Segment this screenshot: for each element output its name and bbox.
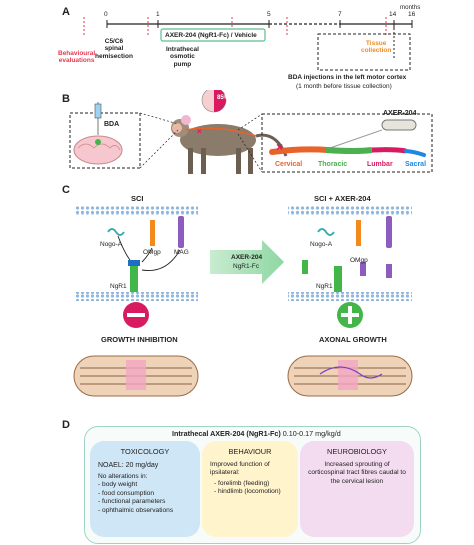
- tick-label-0: 0: [104, 11, 108, 18]
- axer-pump-label: AXER-204: [383, 110, 417, 117]
- tox-item: - body weight: [98, 481, 138, 489]
- hemisection-label: C5/C6 spinal hemisection: [95, 38, 133, 60]
- b-connector-right-1: [237, 113, 263, 131]
- lesion-percent: 85%: [217, 95, 230, 101]
- panel-a-letter: A: [62, 6, 70, 18]
- growth-inhibition-label: GROWTH INHIBITION: [101, 335, 178, 344]
- left-nogo-shape: [107, 228, 125, 236]
- left-nogo-label: Nogo-A: [100, 241, 123, 248]
- left-mag-shape: [178, 216, 184, 248]
- panel-d-dose: 0.10-0.17 mg/kg/d: [282, 429, 341, 438]
- behaviour-item: - hindlimb (locomotion): [214, 488, 281, 496]
- sci-title: SCI: [131, 194, 144, 203]
- tick-label-14: 14: [389, 11, 397, 18]
- right-ngr1-receptor: [334, 266, 342, 292]
- spinal-cord-segments: [269, 146, 426, 157]
- neurobiology-heading: NEUROBIOLOGY: [327, 447, 387, 456]
- right-nogo-shape: [317, 228, 335, 236]
- left-omgp-label: OMgp: [143, 249, 161, 256]
- panel-d-letter: D: [62, 419, 70, 431]
- left-membrane-top: [74, 206, 198, 215]
- neurobiology-box: NEUROBIOLOGY Increased sprouting of cort…: [300, 441, 414, 537]
- neurobiology-text: Increased sprouting of corticospinal tra…: [308, 460, 406, 485]
- segment-lumbar: Lumbar: [367, 161, 393, 168]
- behaviour-box: BEHAVIOUR Improved function of ipsilater…: [202, 441, 298, 537]
- right-membrane-top: [288, 206, 412, 215]
- left-ngr1-receptor: [130, 260, 138, 292]
- months-label: months: [400, 4, 421, 11]
- tick-label-1: 1: [156, 11, 160, 18]
- left-membrane-bottom: [74, 292, 198, 301]
- arrow-label-1: AXER-204: [231, 254, 263, 261]
- right-ngr1-label: NgR1: [316, 283, 333, 290]
- toxicology-box: TOXICOLOGY NOAEL: 20 mg/day No alteratio…: [90, 441, 200, 537]
- spinal-cord-box: [261, 113, 433, 173]
- pump-capsule-icon: [329, 119, 417, 149]
- right-omgp-label: OMgp: [350, 257, 368, 264]
- tox-item: - functional parameters: [98, 498, 166, 506]
- panel-c-letter: C: [62, 184, 70, 196]
- lesion-cross-section: [201, 90, 227, 113]
- syringe-icon: [94, 102, 102, 145]
- panel-c-graphic: [73, 206, 413, 397]
- tox-item: - food consumption: [98, 489, 155, 497]
- behaviour-intro: Improved function of ipsilateral:: [210, 460, 270, 477]
- behaviour-item: - forelimb (feeding): [214, 479, 270, 487]
- segment-sacral: Sacral: [405, 161, 427, 168]
- segment-thoracic: Thoracic: [318, 161, 348, 168]
- right-omgp-shape: [356, 220, 361, 246]
- left-cord-section: [73, 355, 199, 397]
- bda-dashed-box: [317, 33, 411, 71]
- panel-d-title-text: Intrathecal AXER-204 (NgR1-Fc): [172, 429, 281, 438]
- tick-label-5: 5: [267, 11, 271, 18]
- b-connector-left-2: [139, 129, 179, 169]
- b-connector-right-2: [237, 133, 263, 173]
- panel-d-title: Intrathecal AXER-204 (NgR1-Fc) 0.10-0.17…: [172, 429, 341, 438]
- tick-label-16: 16: [408, 11, 416, 18]
- left-ngr1-label: NgR1: [110, 283, 127, 290]
- right-mag-shape: [386, 216, 392, 248]
- panel-b-letter: B: [62, 93, 70, 105]
- treatment-box: [160, 28, 266, 42]
- behaviour-heading: BEHAVIOUR: [228, 447, 272, 456]
- tox-intro: No alterations in:: [98, 472, 148, 480]
- tick-label-7: 7: [338, 11, 342, 18]
- bda-title: BDA injections in the left motor cortex: [288, 74, 407, 81]
- tissue-label: Tissue collection: [361, 40, 392, 55]
- bda-brain-box: [69, 112, 141, 169]
- segment-cervical: Cervical: [275, 161, 303, 168]
- behavioural-label: Behavioural evaluations: [58, 50, 96, 65]
- sci-axer-title: SCI + AXER-204: [314, 194, 371, 203]
- treatment-arrow: [210, 240, 284, 284]
- right-membrane-bottom: [288, 292, 412, 301]
- noael-text: NOAEL: 20 mg/day: [98, 461, 159, 469]
- treatment-label: AXER-204 (NgR1-Fc) / Vehicle: [165, 31, 257, 39]
- left-mag-label: MAG: [174, 249, 189, 256]
- toxicology-heading: TOXICOLOGY: [120, 447, 170, 456]
- left-omgp-shape: [150, 220, 155, 246]
- tox-item: - ophthalmic observations: [98, 506, 174, 514]
- right-cord-section: [287, 355, 413, 397]
- svg-text:×: ×: [197, 127, 202, 136]
- timeline-graphic: [83, 17, 413, 71]
- right-nogo-label: Nogo-A: [310, 241, 333, 248]
- bda-label: BDA: [104, 121, 120, 128]
- b-connector-left-1: [139, 112, 179, 125]
- panel-b-graphic: × ×: [69, 90, 433, 174]
- brain-icon: [73, 135, 123, 165]
- pump-label: Intrathecal osmotic pump: [166, 46, 199, 68]
- arrow-label-2: NgR1-Fc: [233, 263, 260, 270]
- monkey-illustration: ×: [171, 115, 288, 174]
- svg-text:×: ×: [276, 140, 283, 154]
- axonal-growth-label: AXONAL GROWTH: [319, 335, 387, 344]
- bda-subtitle: (1 month before tissue collection): [296, 83, 392, 90]
